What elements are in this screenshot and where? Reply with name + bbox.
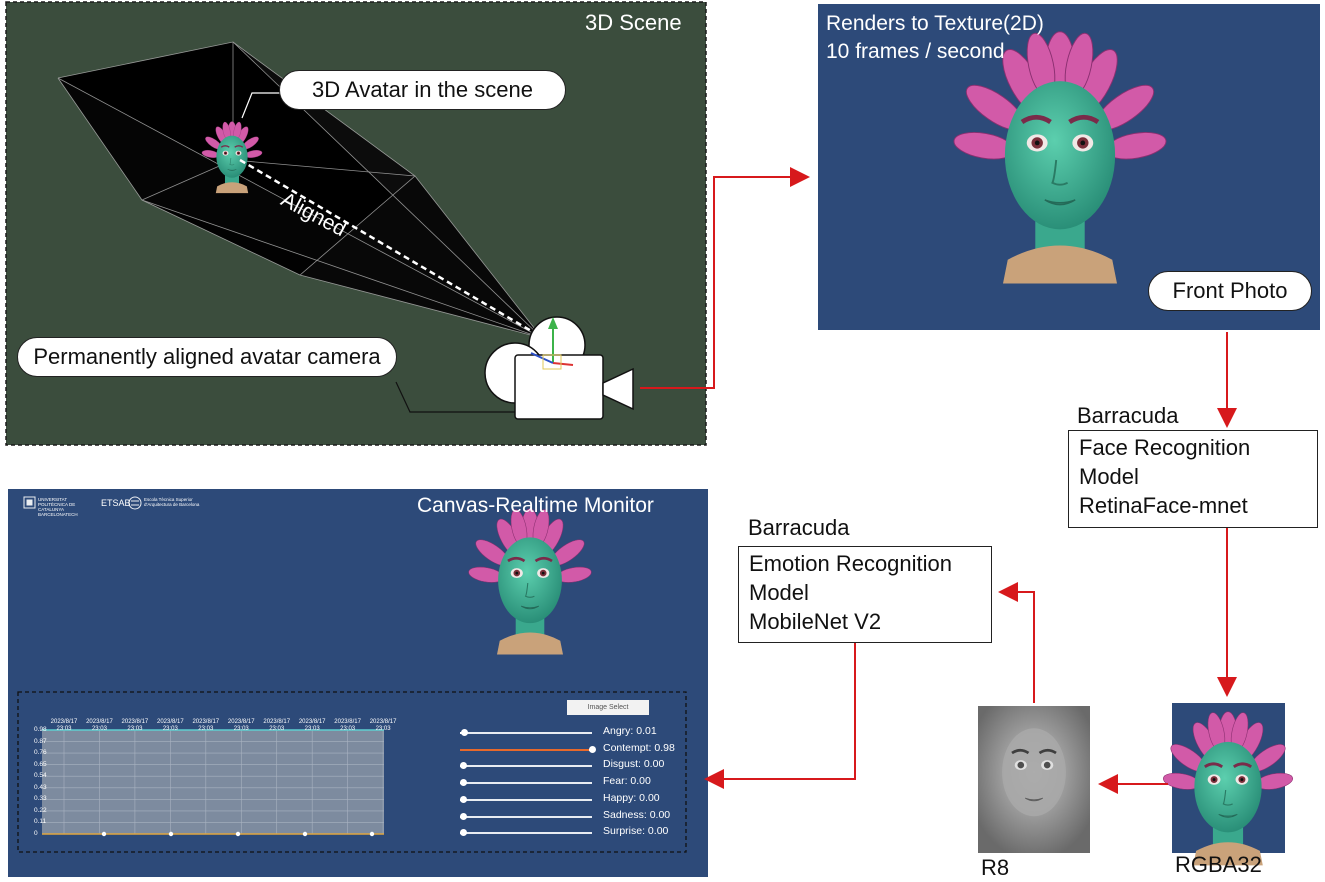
emotion-label: Angry: 0.01 (603, 725, 657, 737)
r8-face (1002, 728, 1066, 817)
aligned-line (239, 158, 534, 334)
render-title: Renders to Texture(2D) 10 frames / secon… (826, 10, 1044, 66)
camera-icon (484, 316, 634, 420)
etsab-logo-icon (128, 496, 142, 510)
y-tick-label: 0.33 (34, 795, 47, 803)
arrow-scene-to-render (640, 167, 810, 389)
chart-plot-area (42, 730, 384, 834)
scene-title: 3D Scene (585, 10, 682, 35)
emotion-row: Angry: 0.01 (460, 725, 700, 740)
y-tick-label: 0 (34, 830, 38, 837)
series-point (302, 831, 308, 837)
emotion-slider-handle[interactable] (460, 812, 467, 820)
emotion-row: Disgust: 0.00 (460, 758, 700, 773)
university-logo-text: UNIVERSITAT POLITÈCNICA DE CATALUNYA BAR… (38, 497, 78, 517)
emotion-model-line3: MobileNet V2 (749, 609, 882, 634)
emotion-model-line2: Model (749, 580, 809, 605)
emotion-row: Contempt: 0.98 (460, 741, 700, 757)
series-point (369, 831, 375, 837)
emotion-slider-track[interactable] (460, 732, 592, 734)
emotion-row: Happy: 0.00 (460, 791, 700, 807)
emotion-slider-track[interactable] (460, 782, 592, 785)
arrow-r8-to-emotion-model (998, 582, 1035, 703)
emotion-label: Happy: 0.00 (603, 791, 660, 804)
y-tick-label: 0.54 (34, 772, 47, 780)
emotion-row: Surprise: 0.00 (460, 825, 700, 840)
emotion-model-caption: Barracuda (748, 515, 850, 540)
arrow-emotion-model-to-monitor (704, 643, 856, 789)
school-logo-text: Escola Tècnica Superior d'Arquitectura d… (144, 497, 200, 507)
emotion-row: Fear: 0.00 (460, 775, 700, 790)
camera-callout: Permanently aligned avatar camera (17, 337, 397, 377)
chart-marks (42, 729, 384, 837)
face-model-line1: Face Recognition (1079, 435, 1251, 460)
etsab-logo-text: ETSAB (101, 498, 131, 508)
render-title-line2: 10 frames / second (826, 40, 1005, 63)
emotion-slider-track[interactable] (460, 798, 592, 801)
y-tick-label: 0.98 (34, 726, 47, 733)
emotion-model-box: Emotion Recognition Model MobileNet V2 (738, 546, 992, 643)
emotion-label: Fear: 0.00 (603, 775, 651, 788)
emotion-label: Surprise: 0.00 (603, 825, 669, 838)
y-tick-label: 0.76 (34, 749, 47, 757)
y-tick-label: 0.22 (34, 806, 47, 814)
emotion-slider-handle[interactable] (460, 829, 467, 837)
y-tick-label: 0.87 (34, 737, 47, 745)
emotion-slider-track[interactable] (460, 748, 592, 751)
series-point (168, 831, 174, 837)
face-model-box: Face Recognition Model RetinaFace-mnet (1068, 430, 1318, 528)
series-point (101, 831, 107, 837)
y-tick-label: 0.43 (34, 783, 47, 791)
emotion-label: Contempt: 0.98 (603, 741, 675, 754)
emotion-slider-handle[interactable] (589, 745, 597, 753)
emotion-model-line1: Emotion Recognition (749, 551, 953, 576)
face-model-line2: Model (1079, 464, 1139, 489)
emotion-slider-handle[interactable] (461, 729, 469, 736)
emotion-label: Disgust: 0.00 (603, 758, 665, 771)
emotion-slider-handle[interactable] (460, 779, 467, 787)
render-title-line1: Renders to Texture(2D) (826, 12, 1044, 35)
face-model-caption: Barracuda (1077, 403, 1179, 428)
emotion-row: Sadness: 0.00 (460, 808, 700, 824)
r8-label: R8 (981, 855, 1010, 880)
emotion-slider-track[interactable] (460, 815, 592, 818)
y-tick-label: 0.11 (34, 818, 47, 826)
emotion-slider-handle[interactable] (460, 795, 467, 803)
face-model-line3: RetinaFace-mnet (1079, 493, 1248, 518)
y-tick-label: 0.65 (34, 760, 47, 768)
monitor-title: Canvas-Realtime Monitor (417, 494, 654, 517)
emotion-slider-track[interactable] (460, 765, 592, 768)
image-select-button[interactable]: Image Select (567, 700, 649, 715)
avatar-callout: 3D Avatar in the scene (279, 70, 566, 110)
rgba32-label: RGBA32 (1175, 852, 1262, 877)
emotion-slider-fill (460, 748, 590, 751)
emotion-slider-track[interactable] (460, 832, 592, 835)
emotion-slider-handle[interactable] (460, 762, 467, 770)
series-point (235, 831, 241, 837)
monitor-chart-frame (17, 691, 687, 853)
front-photo-callout: Front Photo (1148, 271, 1312, 311)
university-logo-icon (23, 496, 36, 509)
emotion-label: Sadness: 0.00 (603, 808, 671, 821)
